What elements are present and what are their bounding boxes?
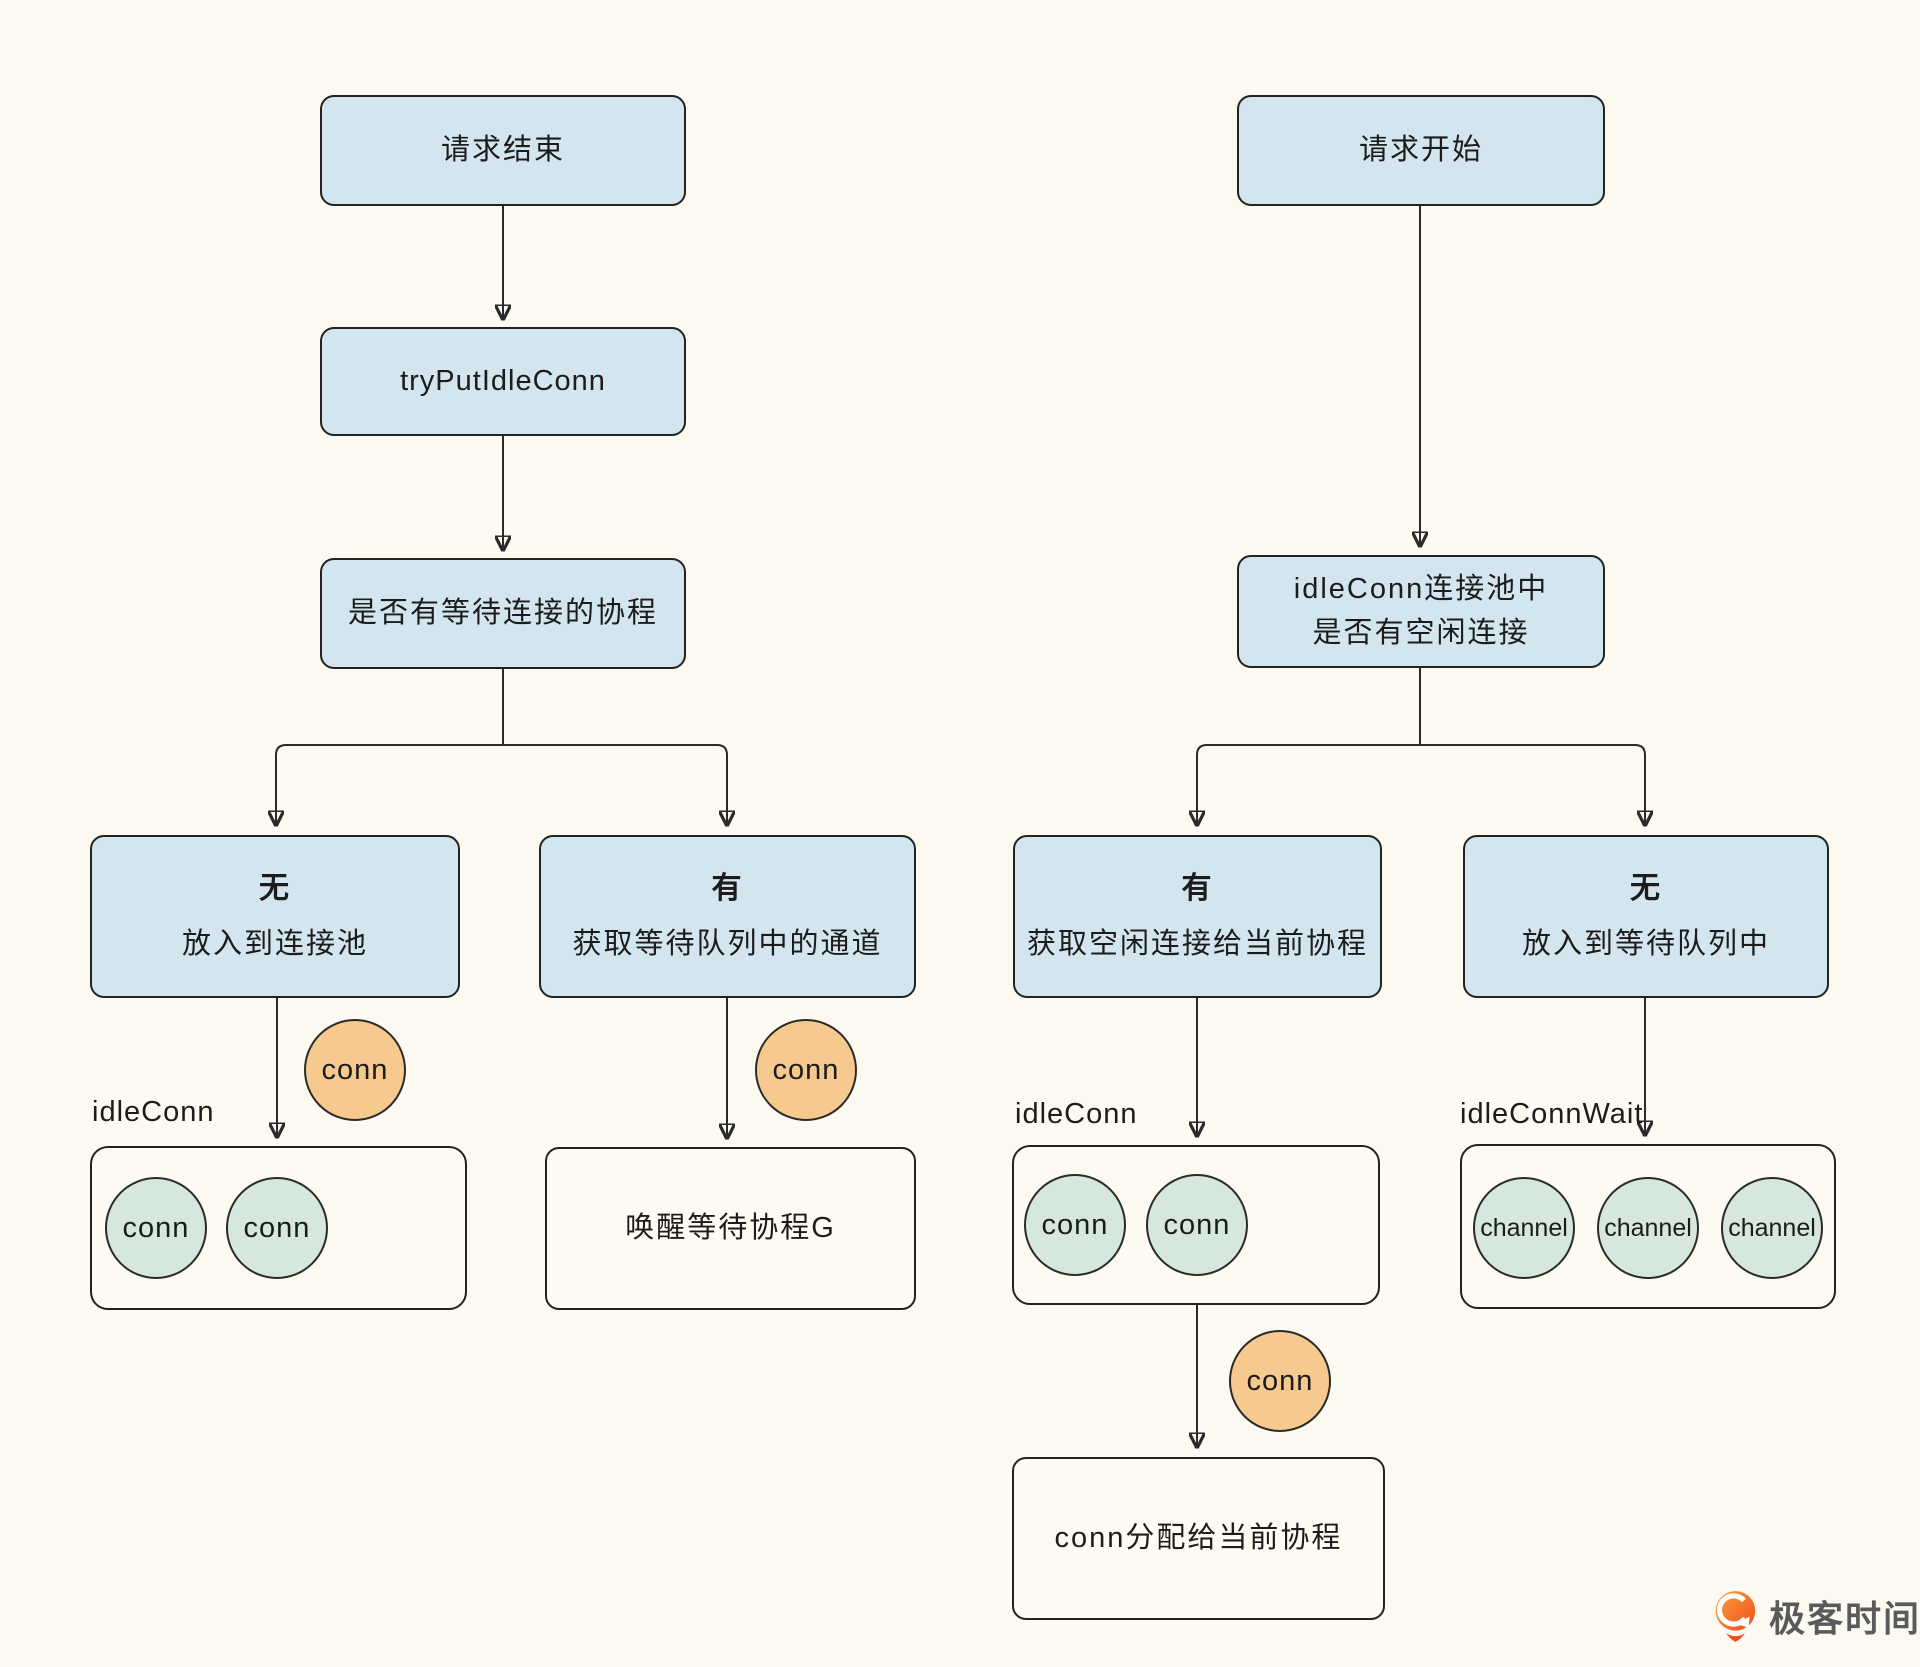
conn-token-left-wake-label: conn	[772, 1053, 840, 1086]
node-wake-waiting-goroutine-label: 唤醒等待协程G	[625, 1211, 836, 1244]
branch-none-title: 无	[259, 872, 291, 906]
idle-conn-item: conn	[1146, 1174, 1248, 1276]
conn-token-right-assign: conn	[1229, 1330, 1331, 1432]
arrow-left-split-to-no	[276, 744, 503, 824]
arrow-left-split-to-yes	[503, 744, 727, 824]
branch-has-title: 有	[711, 872, 744, 906]
geektime-logo-text: 极客时间	[1769, 1598, 1920, 1639]
node-branch-has-get-channel: 有 获取等待队列中的通道	[539, 835, 916, 998]
label-idleconn-right: idleConn	[1015, 1098, 1138, 1130]
node-decision-waiting-goroutine: 是否有等待连接的协程	[320, 558, 686, 669]
idle-conn-item-label: conn	[1163, 1208, 1231, 1241]
node-assign-conn-label: conn分配给当前协程	[1054, 1521, 1343, 1554]
branch-none-right-title: 无	[1630, 872, 1662, 906]
node-decision-waiting-goroutine-label: 是否有等待连接的协程	[347, 596, 658, 629]
idle-conn-item-label: conn	[122, 1211, 190, 1244]
branch-has-right-desc: 获取空闲连接给当前协程	[1026, 928, 1368, 961]
node-try-put-idle-conn: tryPutIdleConn	[320, 327, 686, 436]
branch-none-desc: 放入到连接池	[181, 928, 368, 961]
idle-conn-item: conn	[226, 1177, 328, 1279]
node-assign-conn-to-goroutine: conn分配给当前协程	[1012, 1457, 1385, 1620]
geektime-logo: 极客时间	[1712, 1590, 1920, 1642]
idle-conn-item-label: conn	[243, 1211, 311, 1244]
node-decision-idle-conn-line2: 是否有空闲连接	[1312, 616, 1530, 649]
label-idleconnwait: idleConnWait	[1460, 1098, 1644, 1130]
wait-channel-item: channel	[1597, 1177, 1699, 1279]
arrow-right-split-to-yes	[1197, 744, 1420, 824]
arrow-right-split-to-no	[1420, 744, 1645, 824]
node-request-end: 请求结束	[320, 95, 686, 206]
wait-channel-item-label: channel	[1480, 1213, 1568, 1242]
conn-token-right-assign-label: conn	[1246, 1364, 1314, 1397]
node-request-start: 请求开始	[1237, 95, 1605, 206]
wait-channel-item-label: channel	[1728, 1213, 1816, 1242]
node-request-end-label: 请求结束	[440, 133, 565, 166]
idle-conn-item: conn	[105, 1177, 207, 1279]
node-branch-none-put-pool: 无 放入到连接池	[90, 835, 460, 998]
conn-token-left-wake: conn	[755, 1019, 857, 1121]
wait-channel-item: channel	[1473, 1177, 1575, 1279]
geektime-logo-icon	[1715, 1591, 1756, 1642]
branch-has-right-title: 有	[1181, 872, 1214, 906]
node-decision-idle-conn: idleConn连接池中 是否有空闲连接	[1237, 555, 1605, 668]
node-try-put-idle-conn-label: tryPutIdleConn	[400, 364, 606, 397]
node-wake-waiting-goroutine: 唤醒等待协程G	[545, 1147, 916, 1310]
wait-channel-item: channel	[1721, 1177, 1823, 1279]
node-decision-idle-conn-line1: idleConn连接池中	[1293, 573, 1549, 605]
node-branch-has-get-idle-conn: 有 获取空闲连接给当前协程	[1013, 835, 1382, 998]
branch-none-right-desc: 放入到等待队列中	[1521, 928, 1770, 961]
branch-has-desc: 获取等待队列中的通道	[572, 928, 883, 961]
conn-token-left-pool-label: conn	[321, 1053, 389, 1086]
label-idleconn-left: idleConn	[92, 1096, 215, 1128]
node-request-start-label: 请求开始	[1358, 133, 1483, 166]
wait-channel-item-label: channel	[1604, 1213, 1692, 1242]
node-branch-none-put-wait-queue: 无 放入到等待队列中	[1463, 835, 1829, 998]
idle-conn-item-label: conn	[1041, 1208, 1109, 1241]
idle-conn-item: conn	[1024, 1174, 1126, 1276]
conn-token-left-pool: conn	[304, 1019, 406, 1121]
